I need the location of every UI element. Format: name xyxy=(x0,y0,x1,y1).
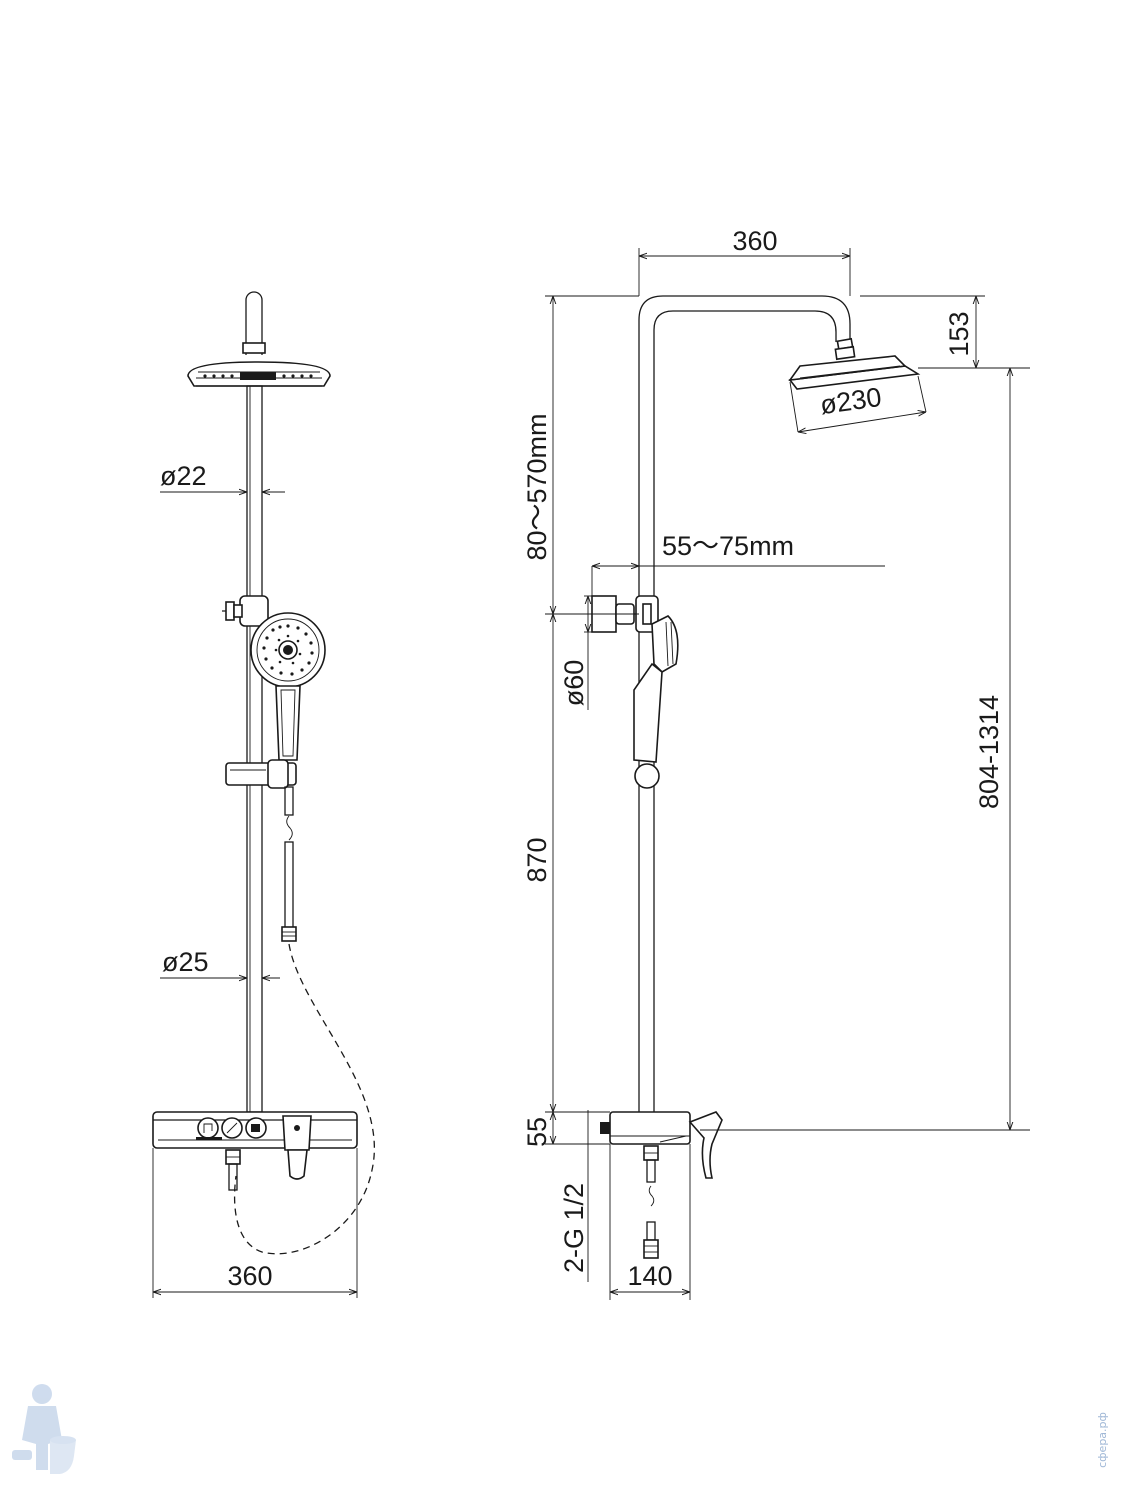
dim-140: 140 xyxy=(627,1261,672,1291)
side-inlet xyxy=(643,1145,659,1259)
dim-range-80-570: 80～570mm xyxy=(522,413,552,560)
dim-dia-25: ø25 xyxy=(162,947,209,977)
control-button-1 xyxy=(197,1117,219,1139)
side-slide-knob xyxy=(634,763,660,789)
side-view: 360 153 ø230 80～570mm 55～75mm ø60 870 80… xyxy=(522,226,1030,1300)
plumber-logo-watermark xyxy=(12,1384,76,1474)
bent-riser-inner xyxy=(653,310,837,1112)
bent-riser-outer xyxy=(638,295,851,1112)
mixer-lever xyxy=(282,1115,312,1180)
dim-dia-60: ø60 xyxy=(559,660,589,707)
side-hand-shower xyxy=(633,615,679,763)
mixer-shelf xyxy=(152,1111,358,1149)
dim-thread-2g12: 2-G 1/2 xyxy=(559,1183,589,1273)
dim-height-870: 870 xyxy=(522,837,552,882)
dim-height-804-1314: 804-1314 xyxy=(974,695,1004,809)
site-watermark: сфера.рф xyxy=(1096,1412,1109,1468)
hand-shower xyxy=(250,612,326,761)
overhead-shower-head xyxy=(187,361,331,387)
dim-top-width-360: 360 xyxy=(732,226,777,256)
hose-dashed-loop xyxy=(233,943,375,1255)
dim-dia-22: ø22 xyxy=(160,461,207,491)
head-connector xyxy=(242,342,266,354)
front-dimensions xyxy=(152,492,358,1298)
side-overhead-head xyxy=(788,337,921,390)
dim-55: 55 xyxy=(522,1117,552,1147)
dim-dia-230: ø230 xyxy=(818,382,883,420)
front-view: ø22 ø25 360 xyxy=(152,291,375,1298)
hose-upper xyxy=(281,786,297,942)
pipe-top-cap xyxy=(245,291,263,355)
dim-width-360-front: 360 xyxy=(227,1261,272,1291)
side-dimensions xyxy=(545,248,1030,1300)
slide-holder xyxy=(225,759,297,789)
dim-153: 153 xyxy=(944,311,974,356)
dim-range-55-75: 55～75mm xyxy=(662,531,794,561)
front-inlet xyxy=(225,1149,241,1191)
wall-bracket xyxy=(222,595,269,627)
riser-pipe xyxy=(246,385,263,1113)
side-mixer-body xyxy=(600,1111,723,1179)
